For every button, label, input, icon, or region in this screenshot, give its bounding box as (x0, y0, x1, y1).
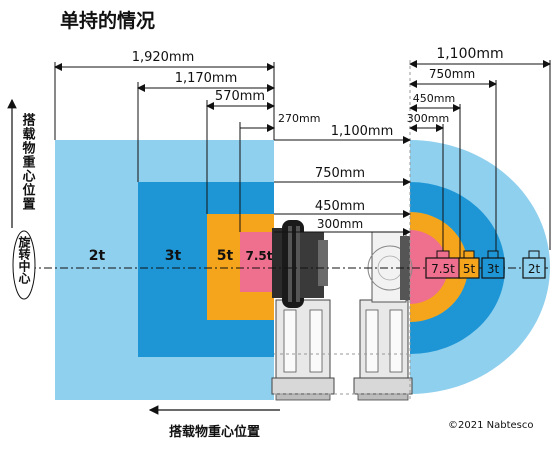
right-dim-750: 750mm (429, 67, 475, 81)
weight-2t: 2t (522, 250, 546, 279)
right-dimension-lines (409, 60, 551, 258)
zone-label-5t: 5t (217, 248, 234, 264)
left-dim-570: 570mm (215, 89, 265, 104)
weight-boxes: 7.5t 5t 3t 2t (425, 250, 546, 279)
left-dim-270: 270mm (278, 112, 320, 125)
zone-7-5t-rect (240, 232, 274, 292)
center-dim-300: 300mm (317, 217, 363, 231)
weight-5t: 5t (458, 250, 480, 279)
zone-label-2t: 2t (89, 248, 106, 264)
center-dim-1100: 1,100mm (331, 124, 394, 139)
left-dim-1170: 1,170mm (175, 71, 238, 86)
center-dimension-arrows (274, 136, 411, 236)
right-dim-300: 300mm (407, 112, 449, 125)
zone-label-3t: 3t (165, 248, 182, 264)
left-zones: 2t 3t 5t 7.5t (55, 140, 274, 400)
right-dim-450: 450mm (413, 92, 455, 105)
weight-label-2t: 2t (528, 262, 541, 276)
center-dim-750: 750mm (315, 166, 365, 181)
page-title: 单持的情况 (60, 9, 155, 32)
center-dim-450: 450mm (315, 199, 365, 214)
bottom-label-cg: 搭载物重心位置 (169, 424, 260, 440)
rotation-center-ellipse (12, 230, 36, 300)
zone-label-7-5t: 7.5t (246, 249, 273, 263)
left-dim-1920: 1,920mm (132, 50, 195, 65)
weight-7-5t: 7.5t (425, 250, 461, 279)
weight-label-5t: 5t (463, 262, 476, 276)
positioner-machine (271, 220, 413, 401)
weight-3t: 3t (481, 250, 505, 279)
weight-label-7-5t: 7.5t (431, 262, 455, 276)
copyright-text: ©2021 Nabtesco (448, 420, 533, 431)
vertical-label-cg: 搭载物重心位置 (20, 112, 36, 211)
right-dim-1100: 1,100mm (436, 46, 503, 62)
vertical-label-rotation-center: 旋转中心 (17, 235, 31, 285)
weight-label-3t: 3t (487, 262, 500, 276)
left-dimension-lines (54, 62, 275, 232)
